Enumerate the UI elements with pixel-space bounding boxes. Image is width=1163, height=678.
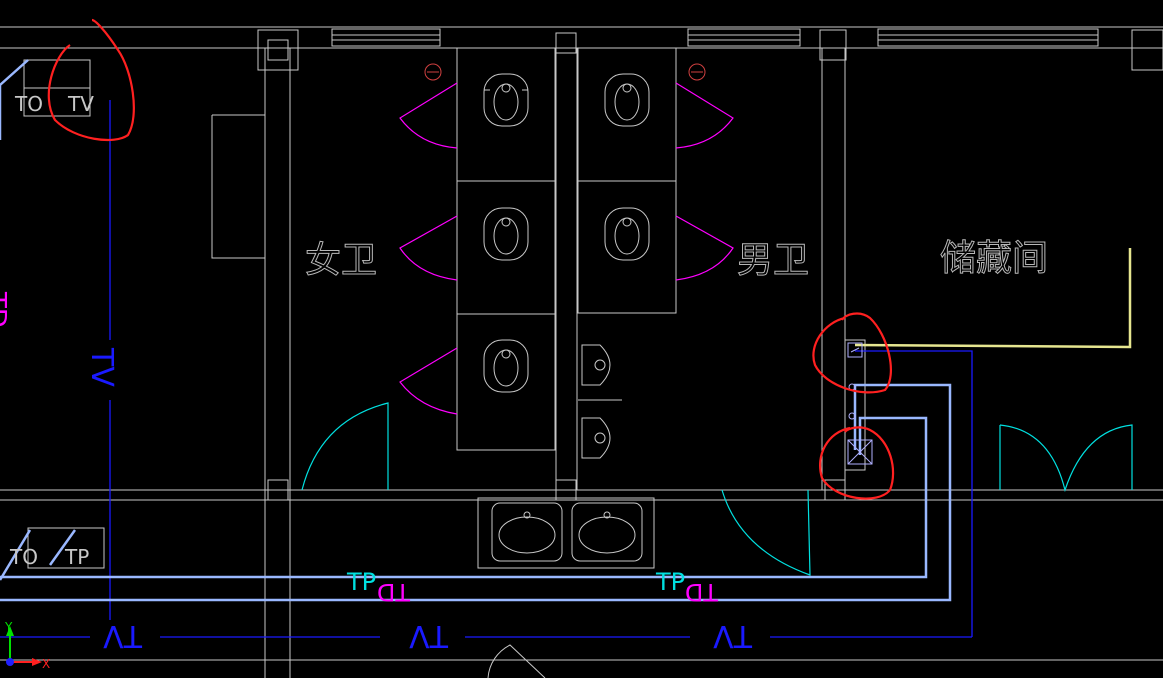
tag-tv-bottom-2: TV [409, 618, 449, 653]
tag-tv-top: TV [67, 92, 94, 116]
tag-to-top: TO [14, 92, 43, 116]
tv-pipe-lines [0, 100, 973, 638]
tag-td-mid-2: TD [685, 578, 719, 606]
women-stall-doors [399, 82, 458, 415]
tag-tv-bottom-3: TV [713, 618, 753, 653]
tag-tp-mid-1: TP [346, 568, 376, 596]
riser-symbols [847, 342, 873, 465]
axis-label-y: Y [4, 620, 13, 634]
axis-label-x: X [42, 657, 50, 671]
squat-toilets [424, 63, 706, 459]
room-label-storage: 储藏间 [940, 238, 1048, 279]
markup-circle-tv[interactable] [47, 18, 135, 142]
tag-tv-bottom-1: TV [103, 618, 143, 653]
tag-tv-vertical: TV [84, 347, 119, 387]
walls [0, 26, 1163, 678]
markup-circle-riser-bottom[interactable] [819, 426, 895, 500]
room-labels: 女卫 男卫 储藏间 [305, 238, 1049, 282]
tag-tp-bottom: TP [64, 545, 89, 569]
tag-td-mid-1: TD [377, 578, 411, 606]
markup-circle-riser-top[interactable] [812, 312, 892, 394]
ucs-axis-icon: Y X [4, 620, 50, 671]
room-label-mens: 男卫 [737, 240, 809, 281]
room-label-womens: 女卫 [305, 240, 377, 281]
tp-pipe-lines [0, 59, 952, 602]
red-markup-circles[interactable] [47, 18, 895, 500]
tag-to-bottom: TO [9, 545, 38, 569]
entry-doors [301, 402, 1133, 576]
pipe-tags: TO TV TO TP TV TV TV TV TD TP TD TP TD [0, 92, 753, 653]
men-stall-doors [675, 82, 734, 281]
tag-tp-mid-2: TP [655, 568, 685, 596]
tag-td-left: TD [0, 291, 11, 328]
yellow-pipe-line [854, 248, 1132, 349]
